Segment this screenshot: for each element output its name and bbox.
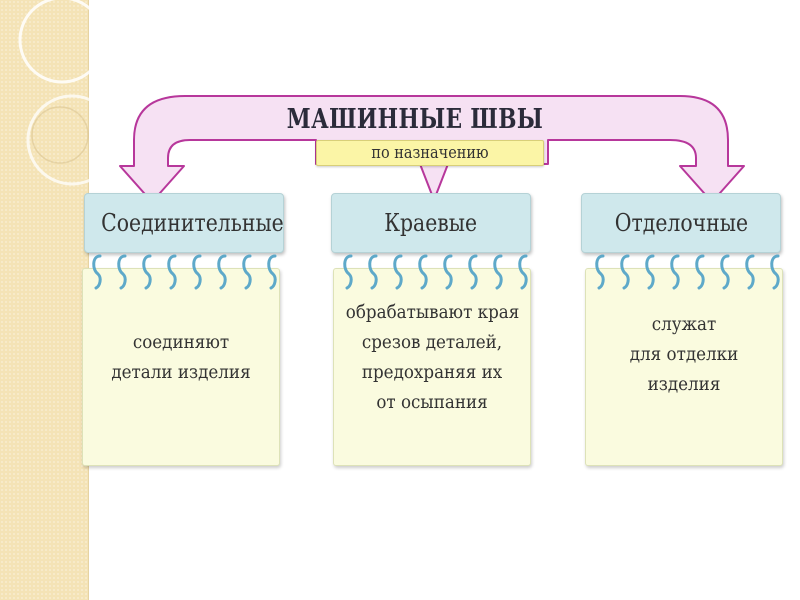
category-name: Отделочные xyxy=(614,209,748,237)
spiral-coil xyxy=(745,254,755,290)
description-line: от осыпания xyxy=(376,391,488,413)
category-header-joining: Соединительные xyxy=(84,193,284,253)
spiral-binding-icon xyxy=(343,254,528,290)
category-name: Краевые xyxy=(384,209,478,237)
spiral-coil xyxy=(595,254,605,290)
card-description: обрабатывают края срезов деталей, предох… xyxy=(334,297,530,417)
spiral-coil xyxy=(518,254,528,290)
notepad-card-decorative: служат для отделки изделия xyxy=(585,268,783,466)
spiral-coil xyxy=(267,254,277,290)
spiral-coil xyxy=(142,254,152,290)
decorative-side-strip xyxy=(0,0,89,600)
spiral-binding-icon xyxy=(595,254,780,290)
description-line: соединяют xyxy=(132,331,230,353)
spiral-coil xyxy=(242,254,252,290)
description-line: детали изделия xyxy=(111,361,251,383)
spiral-coil xyxy=(393,254,403,290)
decorative-circles xyxy=(18,0,118,186)
spiral-coil xyxy=(343,254,353,290)
spiral-coil xyxy=(192,254,202,290)
description-line: обрабатывают края xyxy=(345,301,520,323)
spiral-coil xyxy=(92,254,102,290)
spiral-binding-icon xyxy=(92,254,277,290)
category-header-edge: Краевые xyxy=(331,193,531,253)
spiral-coil xyxy=(645,254,655,290)
spiral-coil xyxy=(167,254,177,290)
spiral-coil xyxy=(368,254,378,290)
spiral-coil xyxy=(620,254,630,290)
spiral-coil xyxy=(117,254,127,290)
description-line: служат xyxy=(651,313,717,335)
diagram-title: МАШИННЫЕ ШВЫ xyxy=(286,104,544,135)
description-line: срезов деталей, xyxy=(361,331,503,353)
notepad-card-joining: соединяют детали изделия xyxy=(82,268,280,466)
card-description: служат для отделки изделия xyxy=(586,309,782,399)
spiral-coil xyxy=(670,254,680,290)
description-line: изделия xyxy=(647,373,721,395)
description-line: предохраняя их xyxy=(361,361,503,383)
spiral-coil xyxy=(468,254,478,290)
card-description: соединяют детали изделия xyxy=(83,327,279,387)
spiral-coil xyxy=(770,254,780,290)
subtitle-text: по назначению xyxy=(371,143,489,163)
category-header-decorative: Отделочные xyxy=(581,193,781,253)
spiral-coil xyxy=(695,254,705,290)
spiral-coil xyxy=(217,254,227,290)
category-name: Соединительные xyxy=(101,209,284,237)
spiral-coil xyxy=(720,254,730,290)
notepad-card-edge: обрабатывают края срезов деталей, предох… xyxy=(333,268,531,466)
description-line: для отделки xyxy=(629,343,739,365)
spiral-coil xyxy=(493,254,503,290)
spiral-coil xyxy=(443,254,453,290)
subtitle-label: по назначению xyxy=(316,140,544,166)
spiral-coil xyxy=(418,254,428,290)
